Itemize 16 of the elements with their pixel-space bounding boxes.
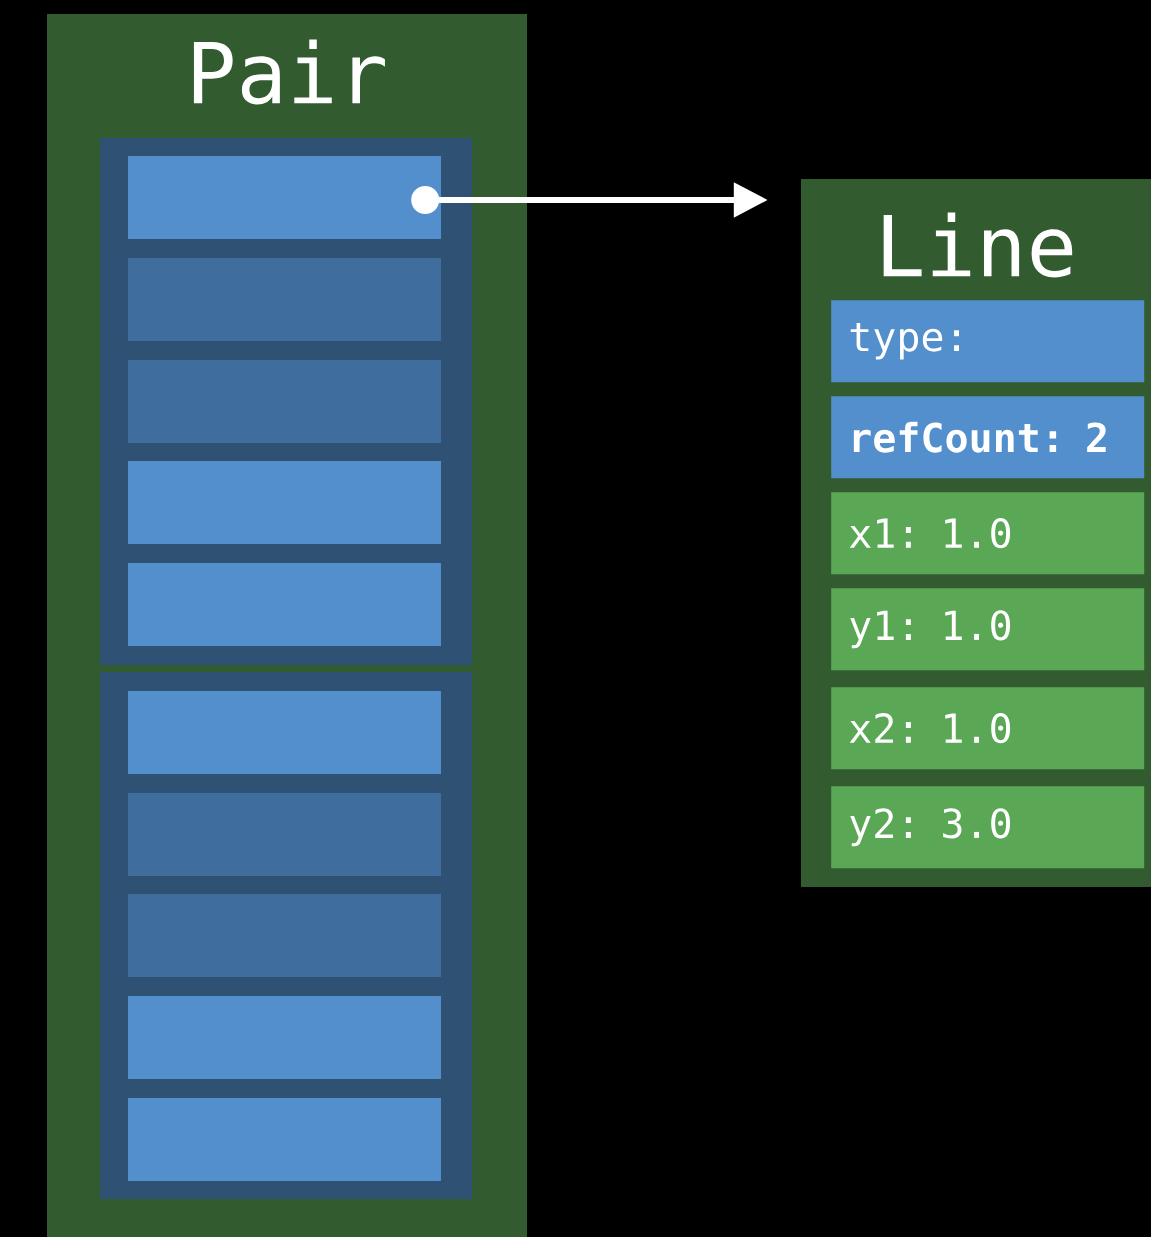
memory-slot (128, 563, 441, 646)
field-box: x2: 1.0 (831, 687, 1145, 770)
memory-slot (128, 996, 441, 1079)
memory-slot (128, 894, 441, 977)
field-box: type: (831, 300, 1145, 383)
memory-slot (128, 156, 441, 239)
field-box: y2: 3.0 (831, 786, 1145, 869)
memory-slot (128, 1098, 441, 1181)
field-box: x1: 1.0 (831, 492, 1145, 575)
memory-slot (128, 793, 441, 876)
memory-slot (128, 258, 441, 341)
field-box: y1: 1.0 (831, 588, 1145, 671)
memory-slot (128, 360, 441, 443)
memory-slot (128, 461, 441, 544)
field-box: refCount: 2 (831, 396, 1145, 479)
memory-slot (128, 691, 441, 774)
